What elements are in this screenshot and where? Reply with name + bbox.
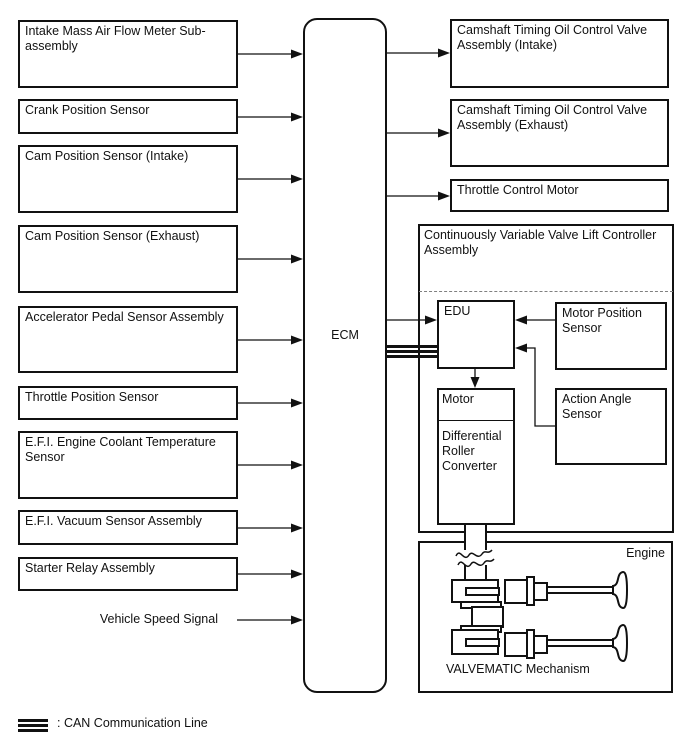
input-label: Intake Mass Air Flow Meter Sub-assembly <box>25 24 206 53</box>
cvvl-dashed-separator <box>419 291 673 292</box>
input-box-starter-relay: Starter Relay Assembly <box>18 557 238 591</box>
input-label: Starter Relay Assembly <box>25 561 155 575</box>
input-box-efi-vacuum-sensor: E.F.I. Vacuum Sensor Assembly <box>18 510 238 545</box>
differential-roller-converter-label: Differential Roller Converter <box>442 429 502 473</box>
edu-label: EDU <box>444 304 471 318</box>
legend-can-communication-line: : CAN Communication Line <box>18 716 208 734</box>
vehicle-speed-signal-label: Vehicle Speed Signal <box>99 612 218 626</box>
output-label: Throttle Control Motor <box>457 183 579 197</box>
input-box-crank-position-sensor: Crank Position Sensor <box>18 99 238 134</box>
cvvl-controller-assembly-title: Continuously Variable Valve Lift Control… <box>424 228 657 257</box>
output-box-throttle-control-motor: Throttle Control Motor <box>450 179 669 212</box>
input-arrowheads <box>291 49 303 625</box>
input-arrows <box>237 53 292 621</box>
input-label: Cam Position Sensor (Exhaust) <box>25 229 200 243</box>
action-angle-sensor-box: Action Angle Sensor <box>555 388 667 465</box>
output-box-camshaft-valve-intake: Camshaft Timing Oil Control Valve Assemb… <box>450 19 669 88</box>
edu-box: EDU <box>437 300 515 369</box>
engine-label: Engine <box>626 546 665 560</box>
input-box-throttle-position-sensor: Throttle Position Sensor <box>18 386 238 420</box>
input-label: Crank Position Sensor <box>25 103 150 117</box>
motor-box: Motor Differential Roller Converter <box>437 388 515 525</box>
input-label: Cam Position Sensor (Intake) <box>25 149 189 163</box>
action-angle-sensor-label: Action Angle Sensor <box>562 392 632 421</box>
output-box-camshaft-valve-exhaust: Camshaft Timing Oil Control Valve Assemb… <box>450 99 669 167</box>
input-box-accelerator-pedal-sensor: Accelerator Pedal Sensor Assembly <box>18 306 238 373</box>
motor-label: Motor <box>439 390 513 421</box>
input-label: Throttle Position Sensor <box>25 390 159 404</box>
ecm-label: ECM <box>331 328 359 342</box>
ecm-box: ECM <box>303 18 387 693</box>
input-box-cam-position-sensor-intake: Cam Position Sensor (Intake) <box>18 145 238 213</box>
input-box-intake-mass-air-flow-meter: Intake Mass Air Flow Meter Sub-assembly <box>18 20 238 88</box>
valvematic-mechanism-label: VALVEMATIC Mechanism <box>446 662 590 676</box>
output-label: Camshaft Timing Oil Control Valve Assemb… <box>457 103 648 132</box>
input-label: E.F.I. Vacuum Sensor Assembly <box>25 514 202 528</box>
legend-text: : CAN Communication Line <box>57 716 208 730</box>
motor-position-sensor-box: Motor Position Sensor <box>555 302 667 370</box>
input-box-cam-position-sensor-exhaust: Cam Position Sensor (Exhaust) <box>18 225 238 293</box>
output-label: Camshaft Timing Oil Control Valve Assemb… <box>457 23 648 52</box>
input-label: E.F.I. Engine Coolant Temperature Sensor <box>25 435 216 464</box>
input-box-efi-coolant-temperature-sensor: E.F.I. Engine Coolant Temperature Sensor <box>18 431 238 499</box>
can-line-icon <box>18 719 48 734</box>
motor-position-sensor-label: Motor Position Sensor <box>562 306 642 335</box>
input-label: Accelerator Pedal Sensor Assembly <box>25 310 224 324</box>
engine-box: Engine VALVEMATIC Mechanism <box>418 541 673 693</box>
